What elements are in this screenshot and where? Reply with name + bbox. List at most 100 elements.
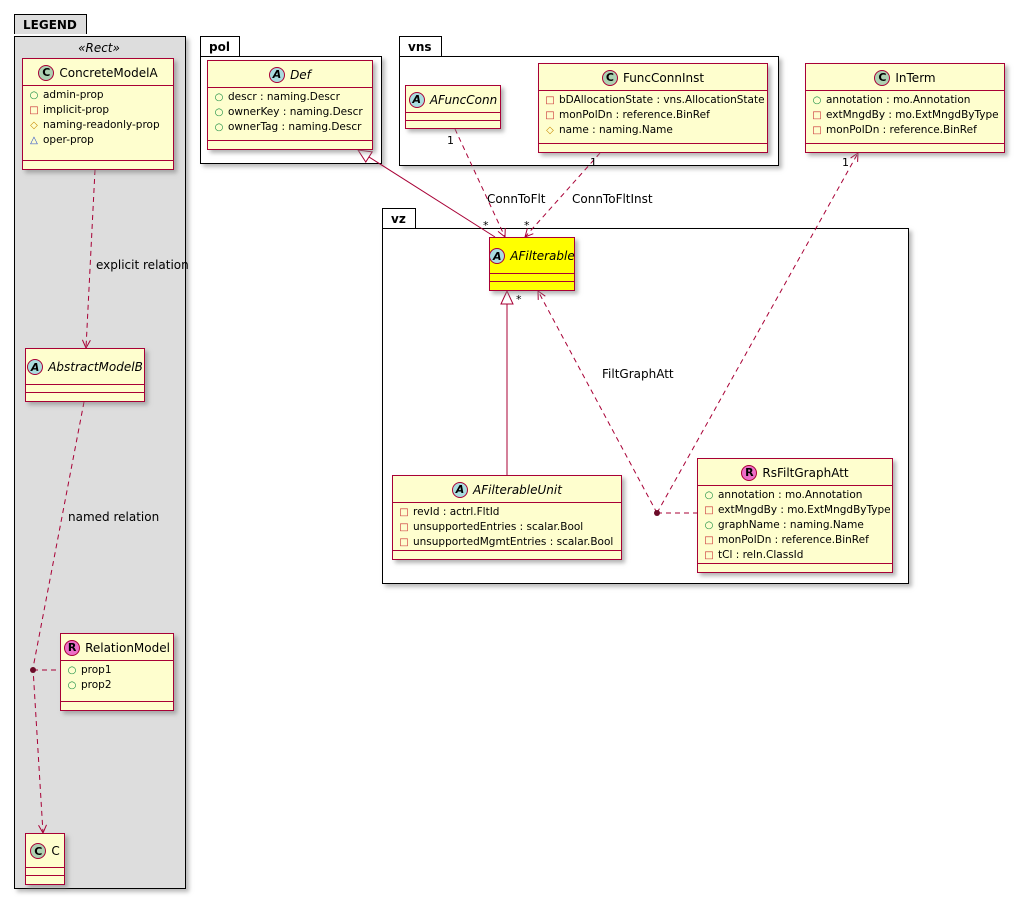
- class-afilterableunit-methods: [393, 550, 621, 559]
- circle-icon: [703, 521, 715, 531]
- filtgraphatt-label: FiltGraphAtt: [602, 367, 674, 381]
- vz-package-tab: vz: [382, 208, 416, 228]
- class-afilterable-methods: [490, 281, 574, 290]
- class-abstractmodelb-methods: [26, 392, 144, 401]
- attribute-row: monPolDn : reference.BinRef: [703, 533, 887, 548]
- attribute-text: implicit-prop: [43, 104, 110, 116]
- pol-package-tab: pol: [200, 36, 240, 56]
- class-def-methods: [208, 140, 372, 149]
- class-concretemodela-attrs: admin-prop implicit-prop naming-readonly…: [23, 85, 173, 160]
- abstract-spot-icon: A: [269, 66, 286, 83]
- vns-package-title: vns: [408, 40, 432, 54]
- class-def: A Def descr : naming.Descr ownerKey : na…: [207, 60, 373, 150]
- attribute-text: unsupportedEntries : scalar.Bool: [413, 521, 584, 533]
- attribute-text: name : naming.Name: [559, 124, 673, 136]
- vz-package-title: vz: [391, 212, 406, 226]
- attribute-text: descr : naming.Descr: [228, 91, 340, 103]
- attribute-row: admin-prop: [28, 88, 168, 103]
- class-concretemodela: C ConcreteModelA admin-prop implicit-pro…: [22, 58, 174, 170]
- attribute-text: annotation : mo.Annotation: [718, 489, 863, 501]
- class-abstractmodelb-name: AbstractModelB: [48, 360, 143, 374]
- relation-spot-icon: R: [64, 639, 81, 656]
- class-c-title: C C: [26, 834, 64, 867]
- attribute-row: naming-readonly-prop: [28, 118, 168, 133]
- conntoflt-label: ConnToFlt: [487, 192, 546, 206]
- class-concretemodela-title: C ConcreteModelA: [23, 59, 173, 85]
- square-icon: [703, 551, 715, 561]
- square-icon: [398, 538, 410, 548]
- legend-stereotype: «Rect»: [78, 41, 120, 55]
- attribute-text: unsupportedMgmtEntries : scalar.Bool: [413, 536, 614, 548]
- square-icon: [811, 126, 823, 136]
- attribute-text: admin-prop: [43, 89, 104, 101]
- attribute-row: graphName : naming.Name: [703, 518, 887, 533]
- class-interm-title: C InTerm: [806, 64, 1004, 90]
- diamond-icon: [544, 126, 556, 136]
- attribute-row: annotation : mo.Annotation: [703, 488, 887, 503]
- circle-icon: [703, 491, 715, 501]
- attribute-text: ownerTag : naming.Descr: [228, 121, 362, 133]
- square-icon: [811, 111, 823, 121]
- attribute-row: ownerTag : naming.Descr: [213, 120, 367, 135]
- abstract-spot-icon: A: [408, 91, 425, 108]
- attribute-text: bDAllocationState : vns.AllocationState: [559, 94, 765, 106]
- attribute-text: prop2: [81, 679, 112, 691]
- attribute-text: extMngdBy : mo.ExtMngdByType: [718, 504, 891, 516]
- attribute-row: oper-prop: [28, 133, 168, 148]
- attribute-text: monPolDn : reference.BinRef: [559, 109, 710, 121]
- legend-package-tab: LEGEND: [14, 14, 87, 34]
- class-afuncconn-title: A AFuncConn: [406, 86, 500, 112]
- vns-package-tab: vns: [399, 36, 442, 56]
- conntofltinst-target-multiplicity: *: [524, 219, 530, 232]
- class-afilterableunit: A AFilterableUnit revId : actrl.FltId un…: [392, 475, 622, 560]
- class-abstractmodelb: A AbstractModelB: [25, 348, 145, 402]
- attribute-row: extMngdBy : mo.ExtMngdByType: [703, 503, 891, 518]
- conntoflt-source-multiplicity: 1: [447, 134, 454, 147]
- class-funcconninst: C FuncConnInst bDAllocationState : vns.A…: [538, 63, 768, 153]
- class-afuncconn-name: AFuncConn: [429, 92, 498, 107]
- attribute-row: annotation : mo.Annotation: [811, 93, 999, 108]
- attribute-row: monPolDn : reference.BinRef: [811, 123, 999, 138]
- class-interm-name: InTerm: [895, 70, 936, 85]
- attribute-row: descr : naming.Descr: [213, 90, 367, 105]
- class-spot-icon: C: [30, 843, 47, 859]
- class-afilterableunit-title: A AFilterableUnit: [393, 476, 621, 502]
- class-rsfiltgraphatt-title: R RsFiltGraphAtt: [698, 459, 892, 485]
- attribute-row: extMngdBy : mo.ExtMngdByType: [811, 108, 999, 123]
- attribute-row: tCl : reln.ClassId: [703, 548, 887, 563]
- attribute-text: ownerKey : naming.Descr: [228, 106, 363, 118]
- attribute-row: ownerKey : naming.Descr: [213, 105, 367, 120]
- class-spot-icon: C: [38, 64, 55, 81]
- class-abstractmodelb-attrs: [26, 384, 144, 392]
- square-icon: [544, 96, 556, 106]
- square-icon: [398, 523, 410, 533]
- attribute-row: unsupportedEntries : scalar.Bool: [398, 520, 616, 535]
- attribute-text: extMngdBy : mo.ExtMngdByType: [826, 109, 999, 121]
- class-abstractmodelb-title: A AbstractModelB: [26, 349, 144, 384]
- relation-spot-icon: R: [741, 464, 758, 481]
- class-relationmodel-title: R RelationModel: [61, 634, 173, 660]
- attribute-row: monPolDn : reference.BinRef: [544, 108, 762, 123]
- attribute-row: bDAllocationState : vns.AllocationState: [544, 93, 765, 108]
- class-funcconninst-name: FuncConnInst: [622, 70, 705, 85]
- class-relationmodel-attrs: prop1 prop2: [61, 660, 173, 701]
- class-afilterable-title: A AFilterable: [489, 238, 575, 273]
- circle-icon: [66, 681, 78, 691]
- triangle-icon: [28, 136, 40, 146]
- class-interm-methods: [806, 143, 1004, 152]
- circle-icon: [66, 666, 78, 676]
- conntoflt-target-multiplicity: *: [483, 219, 489, 232]
- attribute-text: revId : actrl.FltId: [413, 506, 500, 518]
- class-rsfiltgraphatt-attrs: annotation : mo.Annotation extMngdBy : m…: [698, 485, 892, 563]
- attribute-text: naming-readonly-prop: [43, 119, 160, 131]
- square-icon: [703, 536, 715, 546]
- square-icon: [28, 106, 40, 116]
- class-relationmodel-methods: [61, 701, 173, 710]
- class-funcconninst-methods: [539, 143, 767, 152]
- attribute-row: prop2: [66, 678, 168, 693]
- class-funcconninst-attrs: bDAllocationState : vns.AllocationState …: [539, 90, 767, 143]
- abstract-spot-icon: A: [452, 481, 469, 498]
- class-c-attrs: [26, 867, 64, 875]
- class-relationmodel: R RelationModel prop1 prop2: [60, 633, 174, 711]
- attribute-text: oper-prop: [43, 134, 94, 146]
